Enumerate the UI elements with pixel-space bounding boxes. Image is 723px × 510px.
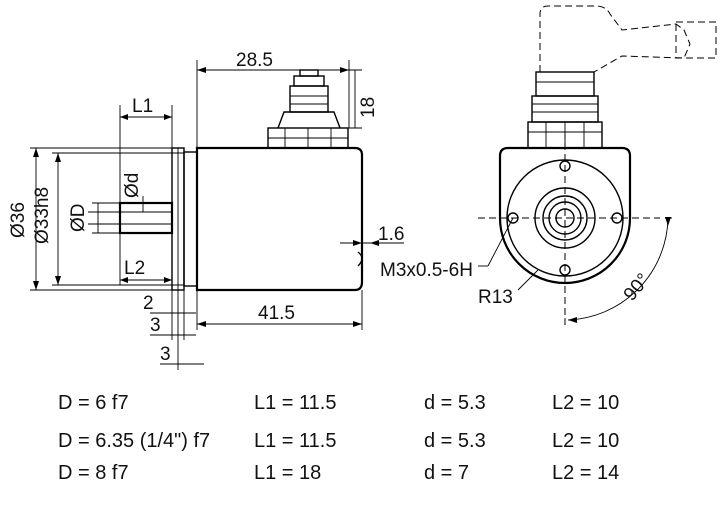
- table-cell-d: D = 8 f7: [58, 462, 129, 484]
- dim-18: 18: [358, 97, 379, 118]
- label-r13: R13: [478, 287, 513, 308]
- table-cell-d-small: d = 7: [424, 462, 470, 484]
- dim-41-5: 41.5: [258, 303, 295, 324]
- technical-drawing: 28.5 18 L1 L2 Ø36 Ø33h8 Ød: [8, 5, 717, 370]
- table-cell-l1: L1 = 18: [254, 462, 322, 484]
- flange-collar: [183, 151, 198, 287]
- dim-l1: L1: [132, 96, 153, 117]
- table-cell-d: D = 6.35 (1/4") f7: [58, 430, 211, 452]
- dim-2: 2: [143, 293, 154, 314]
- side-view: 28.5 18 L1 L2 Ø36 Ø33h8 Ød: [8, 50, 404, 370]
- dim-dia-d-large: ØD: [68, 204, 89, 233]
- encoder-body: [195, 146, 364, 292]
- table-cell-l1: L1 = 11.5: [254, 392, 337, 414]
- dim-dia-d-small: Ød: [122, 173, 143, 198]
- label-thread: M3x0.5-6H: [380, 260, 473, 281]
- table-cell-d: D = 6 f7: [58, 392, 129, 414]
- table-cell-d-small: d = 5.3: [424, 392, 486, 414]
- connector-side: [267, 69, 349, 149]
- dim-3-a: 3: [150, 315, 161, 336]
- table-row: D = 6 f7 L1 = 11.5 d = 5.3 L2 = 10: [0, 392, 723, 422]
- dim-3-b: 3: [160, 344, 171, 365]
- table-cell-d-small: d = 5.3: [424, 430, 486, 452]
- dim-dia-33h8: Ø33h8: [32, 187, 53, 244]
- dim-28-5: 28.5: [236, 50, 273, 71]
- table-cell-l2: L2 = 10: [552, 430, 620, 452]
- table-row: D = 6.35 (1/4") f7 L1 = 11.5 d = 5.3 L2 …: [0, 430, 723, 460]
- variant-table: D = 6 f7 L1 = 11.5 d = 5.3 L2 = 10 D = 6…: [0, 392, 723, 504]
- connector-front: [527, 5, 717, 149]
- table-row: D = 8 f7 L1 = 18 d = 7 L2 = 14: [0, 462, 723, 492]
- table-cell-l1: L1 = 11.5: [254, 430, 337, 452]
- dim-1-6: 1.6: [378, 224, 404, 245]
- table-cell-l2: L2 = 14: [552, 462, 620, 484]
- dim-dia-36: Ø36: [8, 202, 29, 238]
- front-view: M3x0.5-6H R13 90°: [380, 5, 717, 325]
- shaft: [118, 201, 174, 235]
- front-housing: [498, 146, 632, 285]
- dim-l2: L2: [124, 258, 145, 279]
- table-cell-l2: L2 = 10: [552, 392, 620, 414]
